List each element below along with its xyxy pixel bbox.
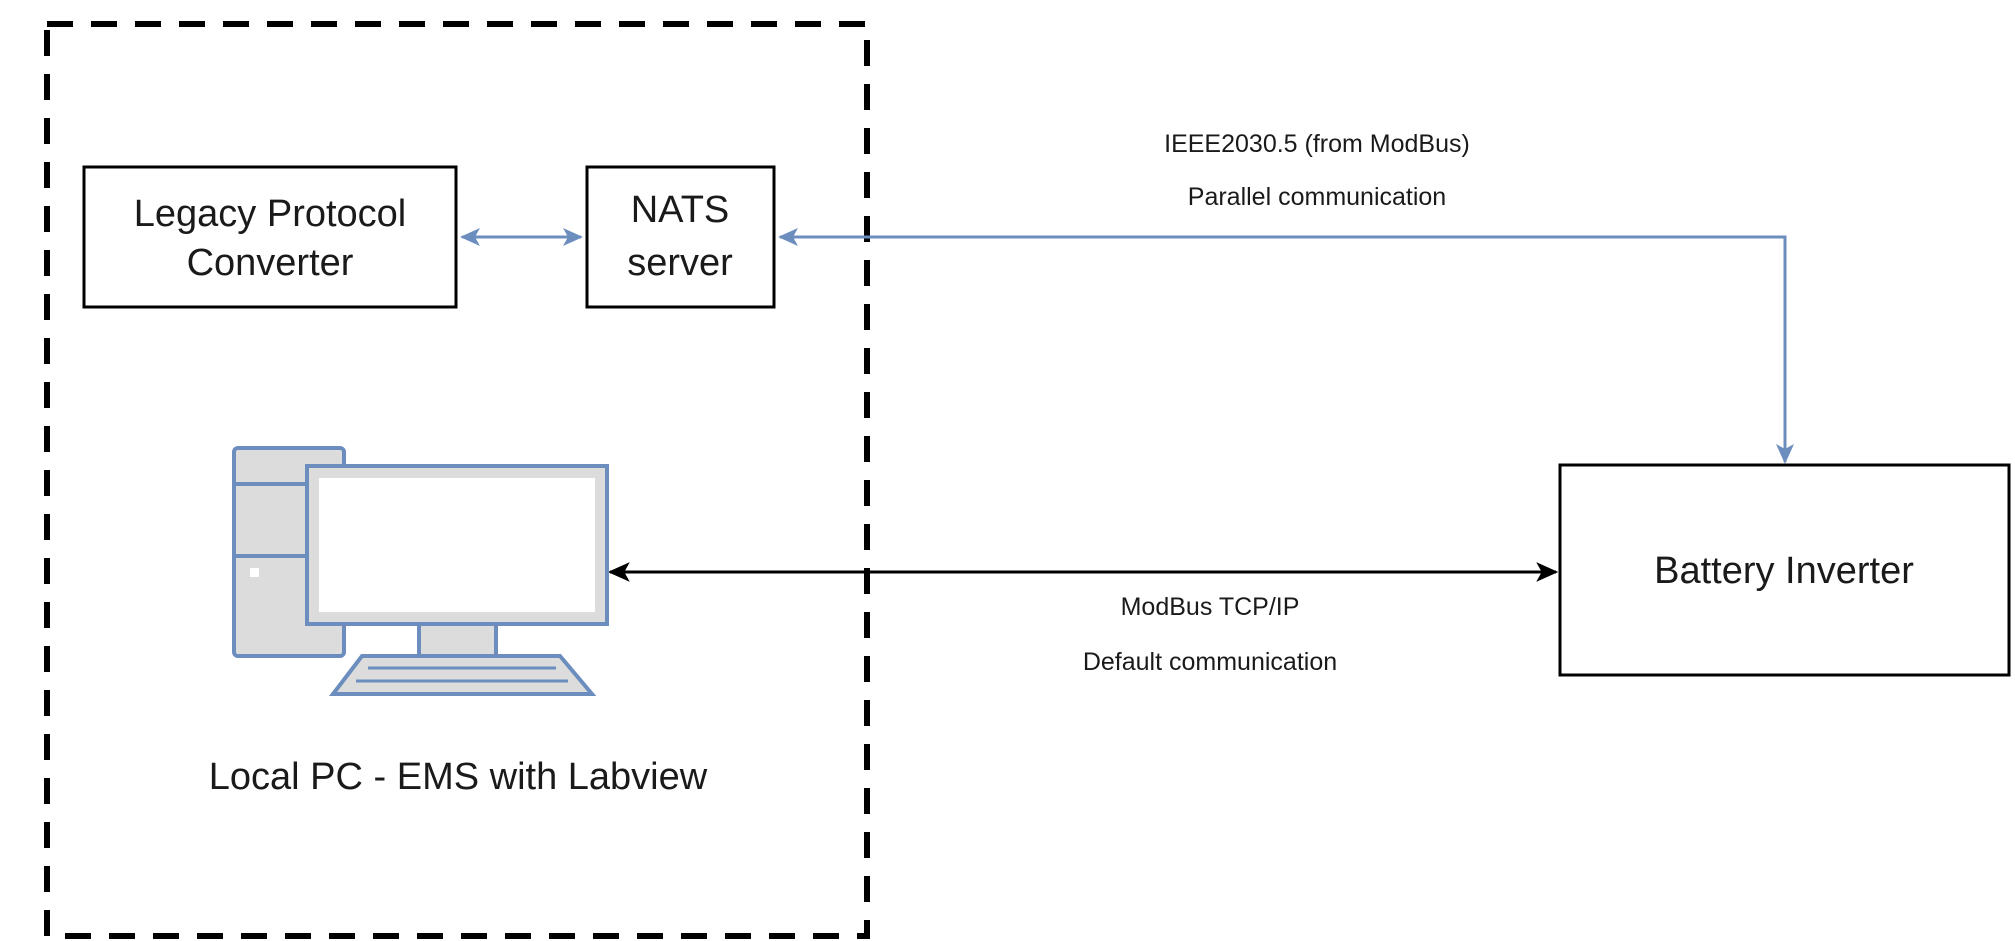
- legacy-converter-label-line2: Converter: [187, 242, 354, 284]
- battery-inverter-node[interactable]: Battery Inverter: [1558, 463, 2011, 677]
- modbus-link-label-line2: Default communication: [1083, 648, 1337, 676]
- ieee-link-label-line2: Parallel communication: [1188, 183, 1446, 211]
- desktop-computer-icon[interactable]: [232, 446, 609, 696]
- battery-inverter-label: Battery Inverter: [1654, 550, 1914, 592]
- nats-server-node[interactable]: NATS server: [585, 165, 776, 309]
- nats-server-label-line1: NATS: [631, 189, 730, 231]
- local-pc-caption: Local PC - EMS with Labview: [209, 756, 708, 798]
- legacy-protocol-converter-node[interactable]: Legacy Protocol Converter: [82, 165, 458, 309]
- local-system-boundary: [44, 21, 870, 939]
- nats-server-label-line2: server: [627, 242, 733, 284]
- ieee-parallel-link[interactable]: [778, 228, 1794, 464]
- modbus-link-label-line1: ModBus TCP/IP: [1121, 593, 1300, 621]
- legacy-converter-label-line1: Legacy Protocol: [134, 193, 407, 235]
- ieee-link-label-line1: IEEE2030.5 (from ModBus): [1164, 130, 1470, 158]
